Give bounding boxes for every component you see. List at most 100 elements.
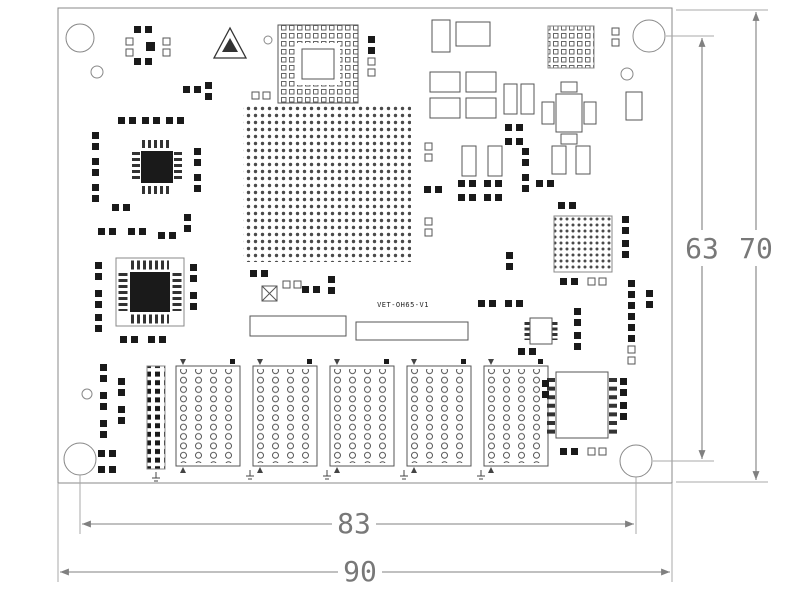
- tooling-hole: [263, 35, 273, 45]
- dimension-label-70: 70: [739, 232, 773, 265]
- pad-pair: [587, 277, 607, 286]
- connector-footprint: [252, 359, 318, 473]
- pad-pair: [622, 216, 629, 234]
- mounting-hole: [632, 19, 666, 53]
- pad-pair: [522, 174, 529, 192]
- cap-footprint: [520, 83, 535, 115]
- pad-pair: [574, 308, 581, 326]
- pad-pair: [128, 228, 146, 235]
- tooling-hole: [90, 65, 104, 79]
- pad-pair: [92, 184, 99, 202]
- pad-pair: [611, 27, 620, 47]
- pin-header: [146, 365, 166, 470]
- ground-marker: [322, 469, 332, 480]
- pad-pair: [505, 138, 523, 145]
- cap-footprint: [465, 71, 497, 93]
- warning-triangle-icon: [212, 26, 248, 59]
- qfp-chip-1: [132, 140, 182, 194]
- dimension-label-83: 83: [337, 507, 371, 540]
- cap-footprint: [503, 83, 518, 115]
- pad-pair: [558, 202, 576, 209]
- pad-pair: [587, 447, 607, 456]
- connector-footprint: [483, 359, 549, 473]
- pad-pair: [98, 228, 116, 235]
- small-soic-footprint: [524, 317, 558, 345]
- mounting-hole: [619, 444, 653, 478]
- cap-footprint: [431, 19, 451, 53]
- pad-pair: [134, 58, 152, 65]
- pin1-marker: [180, 359, 186, 365]
- cap-footprint: [465, 97, 497, 119]
- pad-pair: [98, 450, 116, 457]
- box-x-marker: [261, 285, 278, 302]
- dimension-label-63: 63: [685, 232, 719, 265]
- soic-chip: [547, 371, 617, 439]
- pin1-marker: [488, 359, 494, 365]
- pad-pair: [458, 194, 476, 201]
- pad-pair: [424, 142, 433, 162]
- pad: [146, 42, 155, 51]
- board-outline: [57, 7, 673, 484]
- mounting-hole: [65, 23, 95, 53]
- pad-pair: [505, 124, 523, 131]
- connector-footprint: [175, 359, 241, 473]
- connector-outline-1: [249, 315, 347, 337]
- pad-pair: [368, 36, 375, 54]
- pad-pair: [620, 402, 627, 420]
- pad-pair: [458, 180, 476, 187]
- pad-pair: [574, 332, 581, 350]
- pad-pair: [560, 278, 578, 285]
- oscillator-footprint: [541, 81, 597, 145]
- pin1-marker: [334, 359, 340, 365]
- pad-pair: [166, 117, 184, 124]
- pad-pair: [100, 364, 107, 382]
- pad-pair: [194, 174, 201, 192]
- ground-marker: [245, 469, 255, 480]
- pad-pair: [367, 57, 376, 77]
- pad-pair: [628, 324, 635, 342]
- pad-pair: [148, 336, 166, 343]
- pad-pair: [484, 194, 502, 201]
- pad-pair: [194, 148, 201, 166]
- pad-pair: [142, 117, 160, 124]
- pad-pair: [646, 290, 653, 308]
- pad-pair: [484, 180, 502, 187]
- ground-marker: [476, 469, 486, 480]
- ground-marker: [399, 469, 409, 480]
- pad-pair: [560, 448, 578, 455]
- top-bga-footprint: [277, 24, 359, 104]
- pin1-marker: [411, 359, 417, 365]
- pad-pair: [505, 300, 523, 307]
- pad-pair: [628, 280, 635, 298]
- ground-marker: [151, 471, 161, 482]
- pad-pair: [112, 204, 130, 211]
- pad-pair: [98, 466, 116, 473]
- pad-pair: [120, 336, 138, 343]
- cap-footprint: [429, 97, 461, 119]
- connector-outline-2: [355, 321, 469, 341]
- bottom-connectors: [151, 359, 549, 482]
- top-right-bga-footprint: [547, 25, 595, 69]
- pad-pair: [627, 345, 636, 365]
- cap-footprint: [575, 145, 591, 175]
- mounting-hole: [63, 442, 97, 476]
- pad-pair: [184, 214, 191, 232]
- pad-pair: [522, 148, 529, 166]
- right-bga-footprint: [553, 215, 613, 273]
- board-label: VET-OH65-V1: [377, 301, 429, 309]
- pad-pair: [250, 270, 268, 277]
- dimension-annotations: 63 70 83 90: [57, 9, 776, 588]
- pad-pair: [118, 378, 125, 396]
- pad-pair: [518, 348, 536, 355]
- pad-pair: [95, 262, 102, 280]
- pad-pair: [302, 286, 320, 293]
- cap-footprint: [625, 91, 643, 121]
- pad-pair: [100, 392, 107, 410]
- pin1-marker: [257, 359, 263, 365]
- pad-pair: [622, 240, 629, 258]
- pad-pair: [92, 132, 99, 150]
- cap-footprint: [429, 71, 461, 93]
- pad-pair: [118, 406, 125, 424]
- pad-pair: [251, 91, 271, 100]
